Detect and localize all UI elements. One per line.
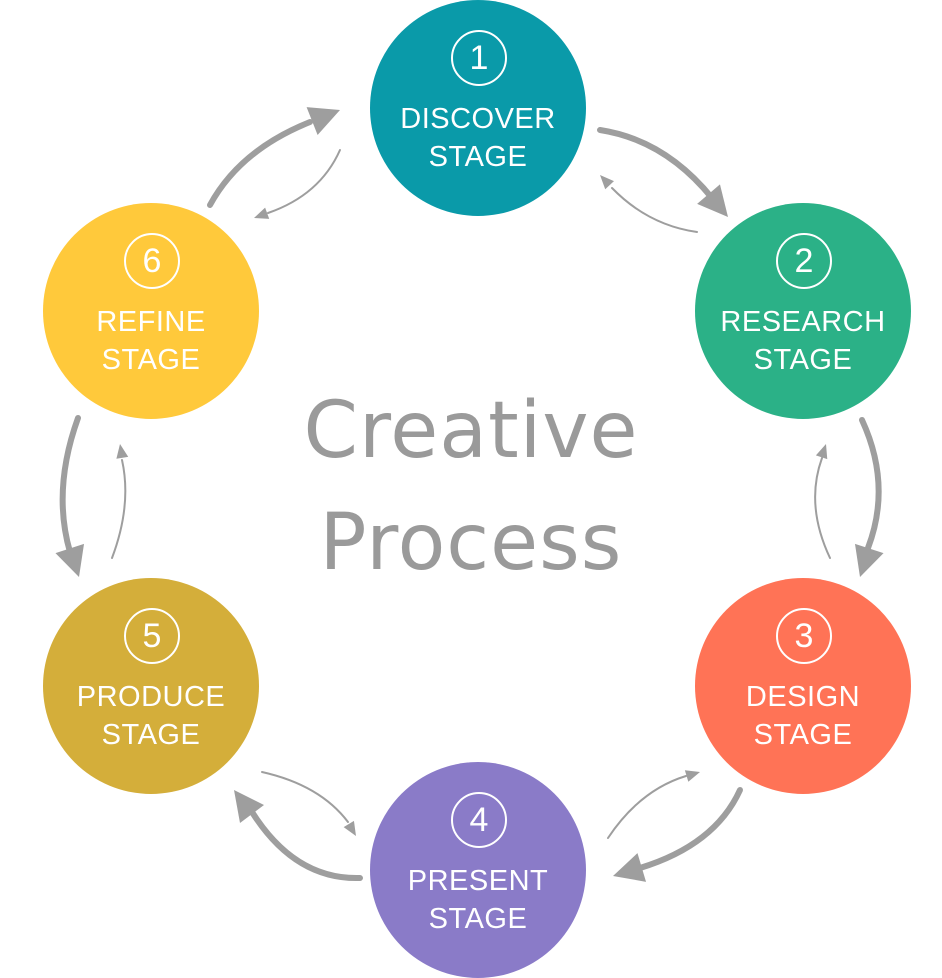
stage-suffix: STAGE bbox=[753, 344, 853, 376]
arrow-present-to-design bbox=[607, 775, 687, 839]
arrow-design-to-research bbox=[814, 457, 831, 559]
stage-suffix: STAGE bbox=[428, 903, 528, 935]
stage-number-badge: 5 bbox=[124, 608, 180, 664]
arrow-research-to-design-head bbox=[854, 543, 884, 577]
arrow-design-to-present-head bbox=[613, 853, 647, 882]
stage-design: 3 DESIGN STAGE bbox=[695, 578, 911, 794]
arrow-produce-to-present-head bbox=[343, 820, 356, 836]
stage-suffix: STAGE bbox=[428, 141, 528, 173]
stage-discover: 1 DISCOVER STAGE bbox=[370, 0, 586, 216]
arrow-discover-to-refine-head bbox=[254, 207, 270, 219]
arrow-discover-to-refine bbox=[267, 149, 341, 214]
title-line-2: Process bbox=[319, 498, 623, 588]
arrow-discover-to-research-head bbox=[697, 184, 728, 217]
stage-label: REFINE STAGE bbox=[43, 303, 259, 379]
stage-refine: 6 REFINE STAGE bbox=[43, 203, 259, 419]
arrow-produce-to-refine-head bbox=[55, 543, 85, 577]
arrow-research-to-discover-head bbox=[600, 175, 614, 190]
arrow-present-to-produce bbox=[249, 809, 363, 882]
stage-present: 4 PRESENT STAGE bbox=[370, 762, 586, 978]
stage-name: DESIGN bbox=[745, 681, 861, 713]
stage-suffix: STAGE bbox=[101, 719, 201, 751]
arrow-refine-to-produce bbox=[111, 459, 127, 559]
stage-number-badge: 2 bbox=[776, 233, 832, 289]
arrow-research-to-design bbox=[859, 417, 882, 551]
stage-produce: 5 PRODUCE STAGE bbox=[43, 578, 259, 794]
arrow-produce-to-present bbox=[261, 771, 349, 823]
title-line-1: Creative bbox=[303, 386, 639, 476]
stage-label: PRESENT STAGE bbox=[370, 862, 586, 938]
stage-label: PRODUCE STAGE bbox=[43, 678, 259, 754]
arrow-refine-to-discover bbox=[207, 119, 313, 208]
arrow-research-to-discover bbox=[611, 187, 698, 233]
arrow-present-to-design-head bbox=[684, 770, 700, 782]
stage-suffix: STAGE bbox=[101, 344, 201, 376]
stage-number-badge: 3 bbox=[776, 608, 832, 664]
stage-number-badge: 6 bbox=[124, 233, 180, 289]
stage-name: REFINE bbox=[96, 306, 206, 338]
stage-label: DISCOVER STAGE bbox=[370, 100, 586, 176]
stage-label: RESEARCH STAGE bbox=[695, 303, 911, 379]
arrow-present-to-produce-head bbox=[234, 790, 264, 823]
diagram-title: Creative Process bbox=[221, 375, 721, 599]
arrow-refine-to-discover-head bbox=[306, 107, 340, 135]
stage-number-badge: 4 bbox=[451, 792, 507, 848]
stage-name: DISCOVER bbox=[400, 103, 556, 135]
stage-name: PRODUCE bbox=[76, 681, 226, 713]
stage-research: 2 RESEARCH STAGE bbox=[695, 203, 911, 419]
stage-number-badge: 1 bbox=[451, 30, 507, 86]
arrow-refine-to-produce-head bbox=[116, 444, 129, 459]
stage-name: RESEARCH bbox=[720, 306, 886, 338]
stage-name: PRESENT bbox=[407, 865, 549, 897]
arrow-produce-to-refine bbox=[59, 415, 81, 555]
arrow-design-to-research-head bbox=[815, 444, 828, 460]
stage-label: DESIGN STAGE bbox=[695, 678, 911, 754]
arrow-design-to-present bbox=[637, 787, 743, 871]
stage-suffix: STAGE bbox=[753, 719, 853, 751]
arrow-discover-to-research bbox=[597, 127, 715, 201]
